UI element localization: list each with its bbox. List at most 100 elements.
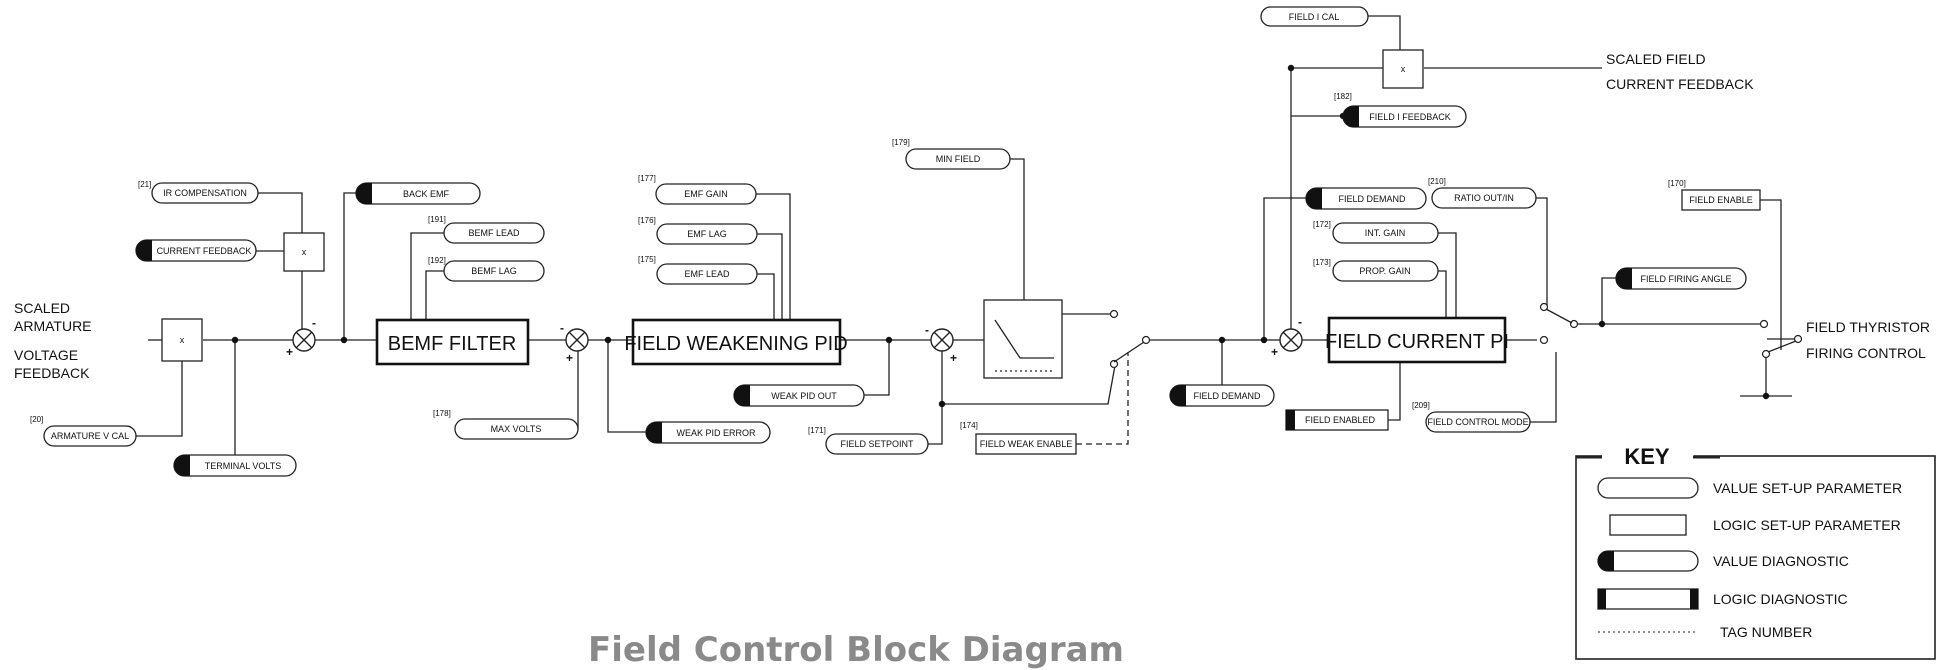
tag-number: [192] — [428, 256, 446, 265]
svg-text:BEMF FILTER: BEMF FILTER — [388, 333, 517, 355]
switches — [1109, 302, 1803, 369]
tag-number: [172] — [1313, 220, 1331, 229]
param-int-gain: INT. GAIN — [1332, 222, 1439, 244]
param-emf-lead: EMF LEAD — [656, 263, 758, 285]
tag-number: [178] — [433, 409, 451, 418]
tag-number: [20] — [30, 415, 43, 424]
diag-field-firing-angle: FIELD FIRING ANGLE — [1615, 267, 1747, 290]
svg-text:FIELD DEMAND: FIELD DEMAND — [1338, 194, 1406, 204]
svg-text:FIELD I CAL: FIELD I CAL — [1289, 12, 1340, 22]
sign-minus: - — [560, 321, 564, 335]
svg-text:TAG NUMBER: TAG NUMBER — [1720, 624, 1812, 640]
tag-number: [182] — [1334, 92, 1352, 101]
tag-number: [191] — [428, 215, 446, 224]
diag-field-demand-1: FIELD DEMAND — [1169, 384, 1275, 407]
tag-number: [170] — [1668, 179, 1686, 188]
tag-number: [177] — [638, 174, 656, 183]
svg-text:VALUE SET-UP PARAMETER: VALUE SET-UP PARAMETER — [1713, 480, 1902, 496]
multiplier-ir: x — [283, 232, 325, 272]
tag-number: [210] — [1428, 177, 1446, 186]
tag-numbers: [20] [21] [191] [192] [178] [177] [176] … — [30, 92, 1686, 435]
junctions — [231, 64, 1770, 408]
sum-junction-setpoint — [930, 328, 954, 352]
svg-text:FIELD I FEEDBACK: FIELD I FEEDBACK — [1369, 112, 1451, 122]
svg-text:CURRENT FEEDBACK: CURRENT FEEDBACK — [157, 246, 252, 256]
param-emf-lag: EMF LAG — [656, 223, 758, 245]
param-field-control-mode: FIELD CONTROL MODE — [1425, 411, 1531, 433]
multiplier-armature: x — [161, 318, 203, 362]
tag-number: [176] — [638, 216, 656, 225]
diagram-title: Field Control Block Diagram — [588, 630, 1124, 670]
param-ratio-out-in: RATIO OUT/IN — [1431, 187, 1537, 209]
param-bemf-lag: BEMF LAG — [443, 260, 545, 282]
svg-text:TERMINAL VOLTS: TERMINAL VOLTS — [205, 461, 282, 471]
svg-text:INT. GAIN: INT. GAIN — [1365, 228, 1406, 238]
svg-text:PROP. GAIN: PROP. GAIN — [1359, 266, 1410, 276]
diag-terminal-volts: TERMINAL VOLTS — [173, 454, 297, 477]
legend-value-setup: VALUE SET-UP PARAMETER — [1597, 477, 1902, 499]
field-thyristor-label: FIELD THYRISTOR — [1806, 319, 1930, 335]
param-armature-v-cal: ARMATURE V CAL — [43, 425, 137, 447]
connections — [136, 15, 1795, 457]
diag-field-i-feedback: FIELD I FEEDBACK — [1342, 105, 1467, 128]
sign-plus: + — [286, 345, 293, 359]
svg-text:MIN FIELD: MIN FIELD — [936, 154, 981, 164]
legend-logic-setup: LOGIC SET-UP PARAMETER — [1609, 514, 1901, 536]
field-weakening-pid-block: FIELD WEAKENING PID — [624, 318, 848, 366]
diag-current-feedback: CURRENT FEEDBACK — [135, 239, 257, 262]
firing-control-label: FIRING CONTROL — [1806, 345, 1926, 361]
svg-text:LOGIC DIAGNOSTIC: LOGIC DIAGNOSTIC — [1713, 591, 1848, 607]
voltage-feedback-label: FEEDBACK — [14, 365, 90, 381]
param-ir-compensation: IR COMPENSATION — [151, 182, 259, 204]
svg-text:VALUE DIAGNOSTIC: VALUE DIAGNOSTIC — [1713, 553, 1849, 569]
sum-junction-armature — [292, 328, 316, 352]
svg-text:FIELD WEAK ENABLE: FIELD WEAK ENABLE — [980, 439, 1073, 449]
param-max-volts: MAX VOLTS — [454, 418, 579, 440]
bemf-filter-block: BEMF FILTER — [375, 318, 530, 366]
diag-field-enabled: FIELD ENABLED — [1285, 409, 1389, 431]
tag-number: [209] — [1412, 401, 1430, 410]
value-diagnostics: CURRENT FEEDBACK TERMINAL VOLTS BACK EMF… — [135, 105, 1747, 477]
svg-text:FIELD WEAKENING PID: FIELD WEAKENING PID — [624, 333, 847, 355]
legend-tag-number: TAG NUMBER — [1598, 624, 1812, 640]
svg-text:EMF LAG: EMF LAG — [687, 229, 727, 239]
param-prop-gain: PROP. GAIN — [1332, 260, 1439, 282]
diag-weak-pid-error: WEAK PID ERROR — [645, 421, 771, 444]
tag-number: [173] — [1313, 258, 1331, 267]
diag-back-emf: BACK EMF — [355, 182, 481, 205]
svg-text:FIELD FIRING ANGLE: FIELD FIRING ANGLE — [1640, 274, 1731, 284]
sum-junction-field-current — [1279, 328, 1303, 352]
svg-text:MAX VOLTS: MAX VOLTS — [491, 424, 542, 434]
summing-junctions — [292, 328, 1303, 352]
svg-text:EMF GAIN: EMF GAIN — [684, 189, 728, 199]
tag-number: [175] — [638, 255, 656, 264]
value-setup-params: ARMATURE V CAL IR COMPENSATION BEMF LEAD… — [43, 6, 1537, 455]
logic-setup-params: FIELD WEAK ENABLE FIELD ENABLE — [975, 189, 1761, 455]
svg-text:x: x — [1401, 64, 1406, 74]
current-feedback-label: CURRENT FEEDBACK — [1606, 76, 1754, 92]
sum-junction-bemf — [565, 328, 589, 352]
sign-plus: + — [1271, 345, 1278, 359]
signs: - + - + - + - + — [286, 315, 1302, 365]
svg-text:EMF LEAD: EMF LEAD — [684, 269, 730, 279]
svg-text:WEAK PID OUT: WEAK PID OUT — [771, 391, 837, 401]
svg-text:BACK EMF: BACK EMF — [403, 189, 450, 199]
svg-text:FIELD ENABLED: FIELD ENABLED — [1305, 415, 1376, 425]
param-field-enable: FIELD ENABLE — [1681, 189, 1761, 211]
logic-diagnostics: FIELD ENABLED — [1285, 409, 1389, 431]
svg-text:IR COMPENSATION: IR COMPENSATION — [163, 188, 247, 198]
voltage-feedback-label: VOLTAGE — [14, 347, 78, 363]
legend-title: KEY — [1624, 444, 1670, 469]
svg-text:FIELD ENABLE: FIELD ENABLE — [1689, 195, 1753, 205]
multiplier-field-i: x — [1382, 49, 1424, 89]
legend-value-diag: VALUE DIAGNOSTIC — [1597, 550, 1849, 572]
sign-minus: - — [312, 316, 316, 330]
svg-text:ARMATURE V CAL: ARMATURE V CAL — [51, 431, 129, 441]
param-min-field: MIN FIELD — [905, 148, 1011, 170]
svg-text:LOGIC SET-UP PARAMETER: LOGIC SET-UP PARAMETER — [1713, 517, 1901, 533]
diag-field-demand-2: FIELD DEMAND — [1305, 187, 1427, 210]
svg-text:FIELD SETPOINT: FIELD SETPOINT — [840, 439, 914, 449]
tag-number: [179] — [892, 138, 910, 147]
field-current-pi-block: FIELD CURRENT PI — [1325, 316, 1509, 364]
